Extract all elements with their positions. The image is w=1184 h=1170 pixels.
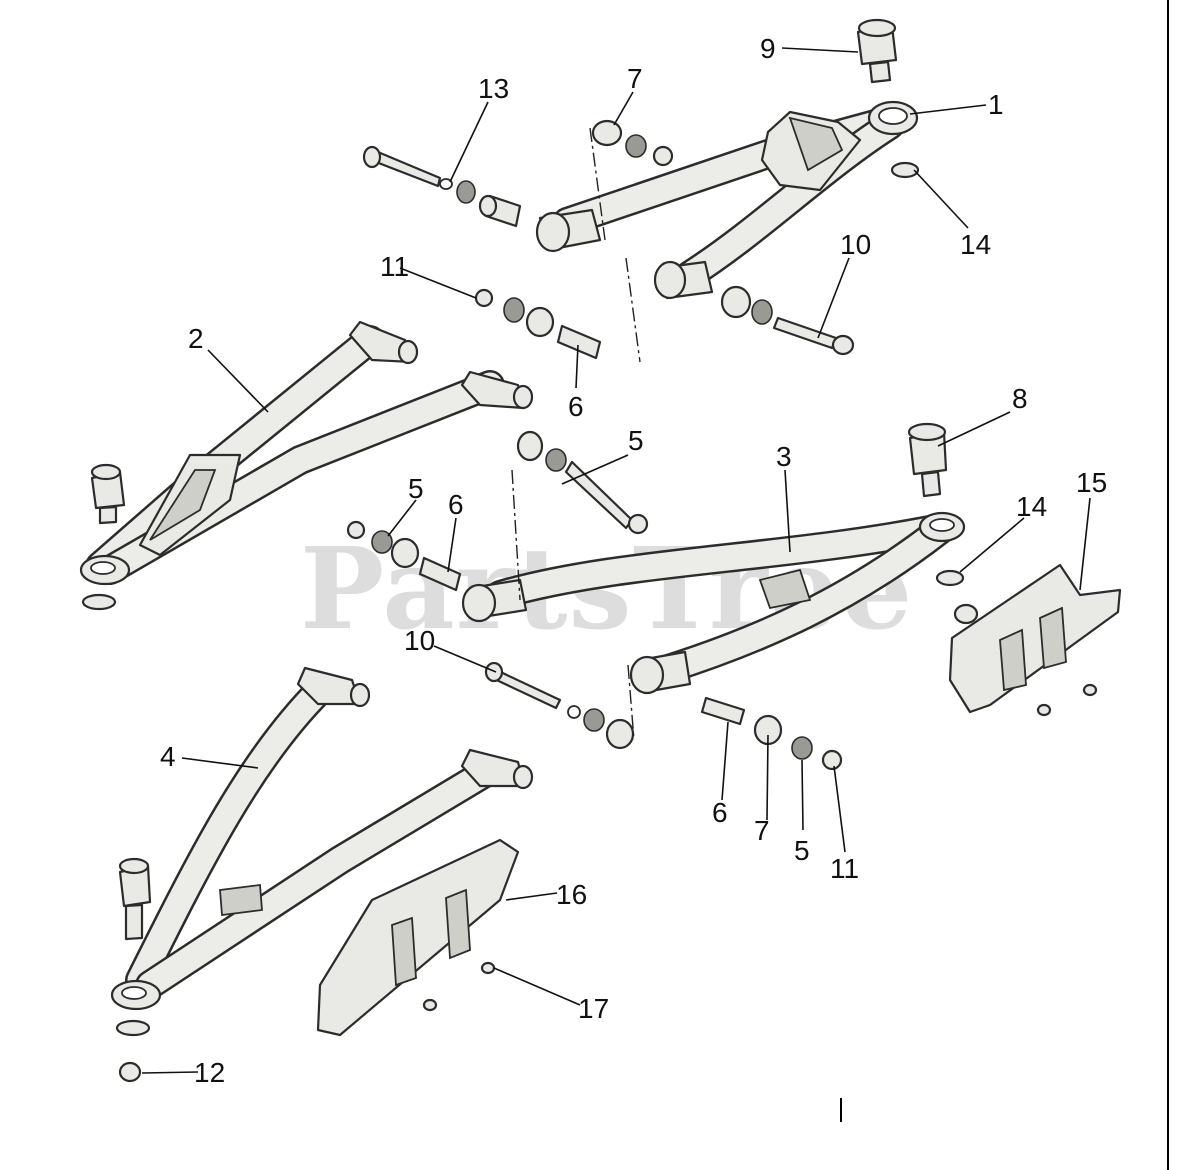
callout-3: 3 bbox=[776, 441, 792, 472]
callout-4: 4 bbox=[160, 741, 176, 772]
callout-10-lower: 10 bbox=[404, 625, 435, 656]
leader-lines bbox=[141, 47, 1091, 1074]
callout-9: 9 bbox=[760, 33, 776, 64]
callout-11-upper: 11 bbox=[380, 251, 409, 282]
callout-8: 8 bbox=[1012, 383, 1028, 414]
lower-rear-arm bbox=[346, 422, 966, 771]
left-upper-arm bbox=[79, 320, 534, 611]
callout-6-lower: 6 bbox=[712, 797, 728, 828]
callout-5-left: 5 bbox=[408, 473, 424, 504]
callout-13: 13 bbox=[478, 73, 509, 104]
callout-7-upper: 7 bbox=[627, 63, 643, 94]
ball-joint-9 bbox=[856, 18, 920, 179]
guard-rear bbox=[935, 563, 1122, 717]
callout-2: 2 bbox=[188, 323, 204, 354]
upper-a-arm bbox=[535, 100, 919, 300]
callouts: 1 2 3 4 5 5 5 6 6 6 7 7 8 9 10 10 11 11 … bbox=[160, 33, 1107, 1088]
upper-arm-hardware bbox=[362, 119, 855, 363]
callout-1: 1 bbox=[988, 89, 1004, 120]
callout-17: 17 bbox=[578, 993, 609, 1024]
callout-14-upper: 14 bbox=[960, 229, 991, 260]
callout-11-lower: 11 bbox=[830, 853, 859, 884]
callout-12: 12 bbox=[194, 1057, 225, 1088]
callout-14-lower: 14 bbox=[1016, 491, 1047, 522]
callout-5-lower: 5 bbox=[794, 835, 810, 866]
callout-15: 15 bbox=[1076, 467, 1107, 498]
callout-6-middle: 6 bbox=[448, 489, 464, 520]
callout-10-upper: 10 bbox=[840, 229, 871, 260]
lower-front-arm bbox=[110, 666, 534, 1083]
callout-16: 16 bbox=[556, 879, 587, 910]
guard-front bbox=[316, 838, 520, 1037]
callout-5-upper: 5 bbox=[628, 425, 644, 456]
callout-6-upper: 6 bbox=[568, 391, 584, 422]
callout-7-lower: 7 bbox=[754, 815, 770, 846]
